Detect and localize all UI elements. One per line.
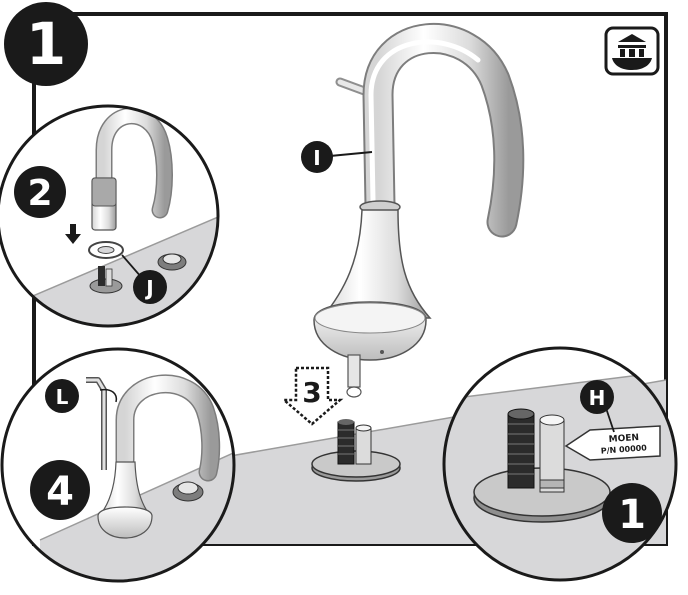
faucet-base-top (314, 302, 426, 334)
faucet-body (320, 209, 432, 319)
callout-valve-badge (580, 380, 614, 414)
callout-valve-leader (605, 407, 615, 433)
step-3-arrow: 3 (280, 366, 344, 426)
valve-smooth-stem (355, 427, 372, 465)
callout-gasket-letter: J (144, 276, 153, 300)
inset-valve-detail: MOEN P/N 00000 H 1 (442, 346, 678, 582)
down-arrow-outline (280, 366, 344, 426)
step-2-number: 2 (27, 173, 52, 214)
callout-gasket-badge (133, 270, 167, 304)
callout-spout-leader (329, 151, 373, 157)
base-set-screw (380, 350, 384, 354)
inset-4-border (0, 347, 236, 583)
main-valve (311, 419, 401, 482)
inset-valve-border (442, 346, 678, 582)
faucet-shank (347, 354, 361, 388)
callout-hex-key-letter: L (56, 385, 69, 409)
callout-spout-badge (301, 141, 333, 173)
inset-2-border (0, 104, 220, 328)
spout-arc (364, 25, 523, 236)
tag-line-1: MOEN (608, 433, 639, 445)
step-4-badge (30, 460, 90, 520)
installation-icon (604, 26, 660, 76)
step-3-label: 3 (302, 376, 321, 409)
inset-step-4: L 4 (0, 347, 236, 583)
step-1-inset-badge (602, 483, 662, 543)
callout-spout: I (301, 141, 373, 173)
callout-hex-key-badge (45, 379, 79, 413)
valve-threaded-stem (337, 421, 355, 465)
step-1-badge-circle (4, 2, 88, 86)
shank-tip (346, 386, 362, 398)
threaded-stem-top (338, 419, 354, 425)
step-2-badge (14, 166, 66, 218)
spout-highlight (368, 39, 481, 203)
tag-line-2: P/N 00000 (601, 443, 648, 455)
step-1-badge: 1 (4, 2, 88, 86)
callout-valve-letter: H (589, 386, 606, 410)
callout-spout-letter: I (313, 146, 320, 170)
smooth-stem-top (355, 424, 372, 432)
step-1-inset-number: 1 (618, 492, 646, 538)
main-faucet (313, 23, 525, 398)
callout-gasket-leader (121, 254, 143, 279)
step-4-number: 4 (46, 469, 74, 515)
step-1-number: 1 (26, 10, 66, 78)
